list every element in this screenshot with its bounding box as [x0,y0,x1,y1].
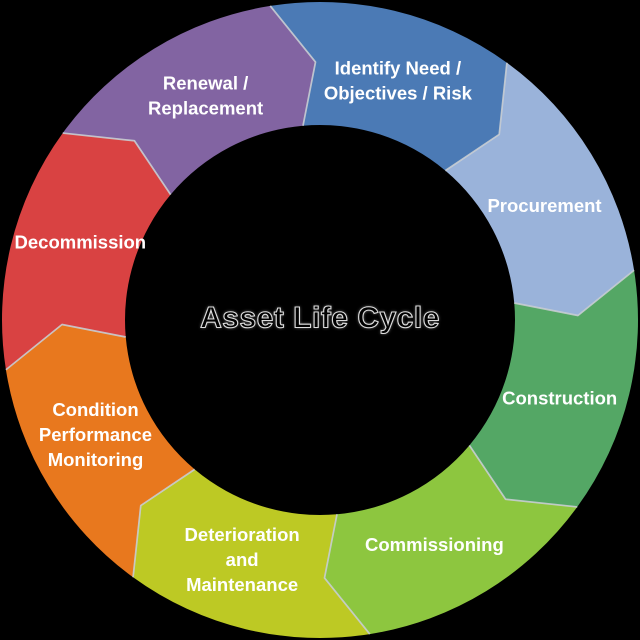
segment-label-commissioning: Commissioning [365,534,504,555]
segment-label-procurement: Procurement [487,195,601,216]
segment-condition-monitoring [5,324,195,578]
diagram-center-title: Asset Life Cycle [200,301,440,335]
segment-identify-need [270,2,507,171]
segment-divider [269,5,317,126]
segment-divider [5,323,126,371]
segment-construction [469,270,638,507]
segment-divider [514,269,635,317]
segment-divider [132,468,196,578]
segment-decommission [2,133,171,370]
segment-divider [444,62,508,172]
segment-label-decommission: Decommission [15,232,147,253]
segment-label-identify-need: Identify Need /Objectives / Risk [324,57,473,103]
segment-deterioration-maintenance [133,469,370,638]
segment-renewal-replacement [62,5,316,195]
segment-commissioning [324,445,578,635]
segment-procurement [445,62,635,316]
segment-divider [62,132,172,196]
segment-label-construction: Construction [502,387,617,408]
segment-label-renewal-replacement: Renewal /Replacement [148,72,263,118]
segment-divider [468,444,578,508]
segment-divider [323,514,371,635]
